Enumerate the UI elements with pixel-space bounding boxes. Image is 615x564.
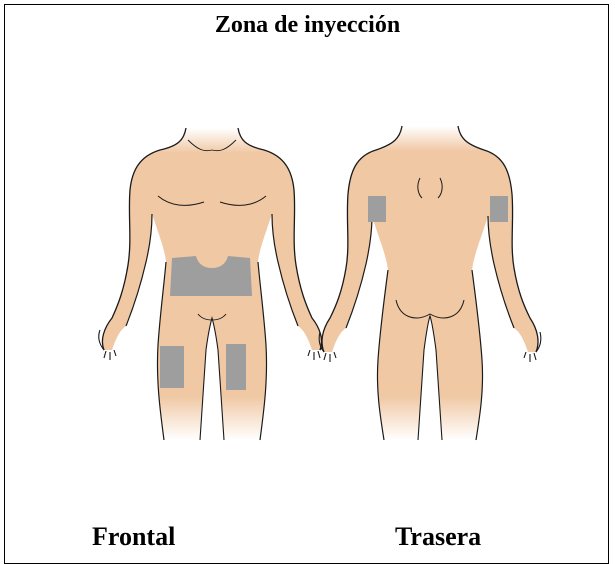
- front-zone-thigh-right: [226, 344, 246, 390]
- back-zone-arm-left: [368, 196, 386, 222]
- body-diagram: [0, 0, 615, 549]
- back-body-silhouette: [322, 126, 538, 440]
- front-view-label: Frontal: [92, 522, 175, 552]
- front-body: [99, 128, 325, 440]
- back-zone-arm-right: [490, 196, 508, 222]
- front-zone-thigh-left: [160, 346, 184, 388]
- back-body: [319, 126, 541, 440]
- back-view-label: Trasera: [395, 522, 481, 552]
